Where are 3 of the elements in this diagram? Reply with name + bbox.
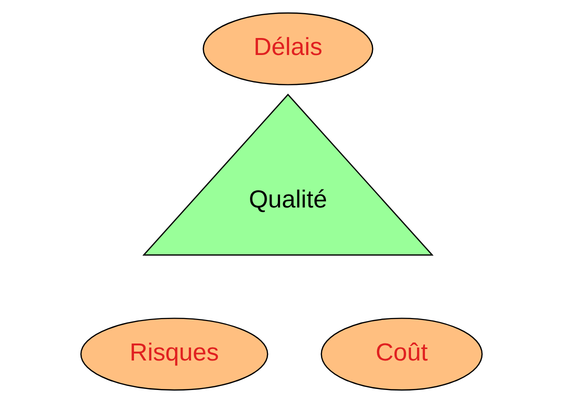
node-ellipse: Coût: [320, 318, 482, 391]
node-ellipse: Risques: [80, 318, 268, 391]
node-ellipse: Délais: [202, 12, 373, 86]
